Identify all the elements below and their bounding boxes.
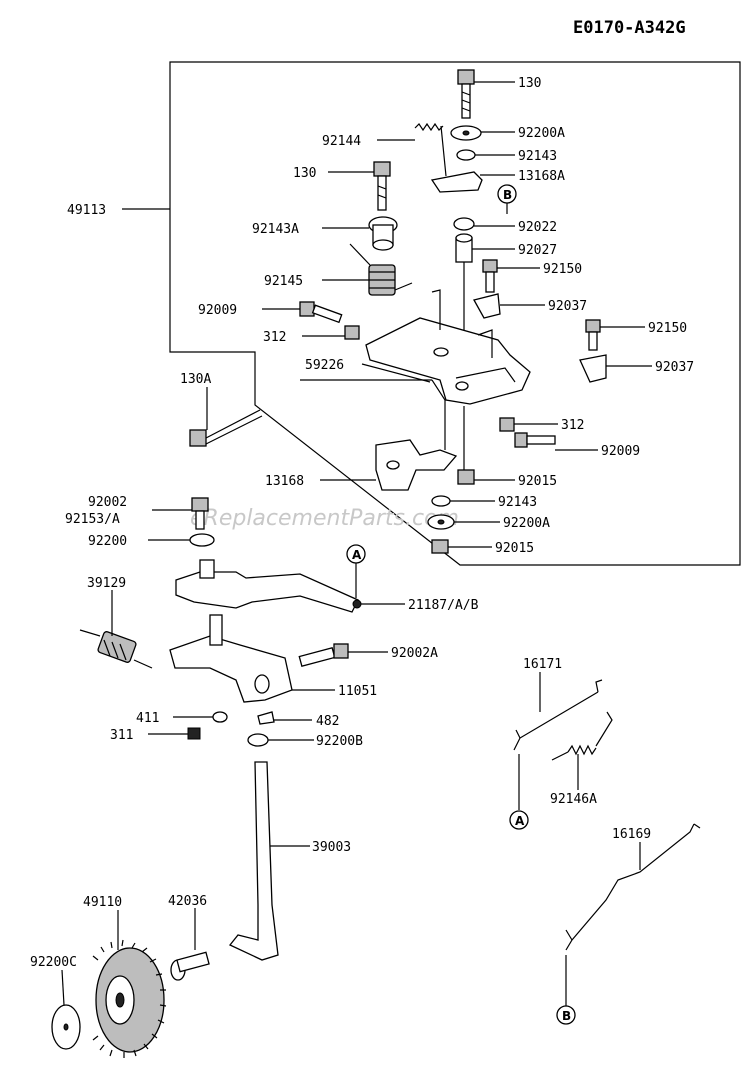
ref-b-lower: B [556, 955, 576, 1025]
part-13168-lever[interactable] [375, 439, 458, 491]
label-92200A-top: 92200A [518, 126, 565, 141]
part-16169-rod[interactable] [565, 823, 701, 951]
part-92009-b[interactable] [514, 432, 556, 448]
ref-b-upper: B [497, 184, 517, 214]
label-92153A: 92153/A [65, 512, 120, 527]
label-130-top: 130 [518, 76, 541, 91]
part-39003-shaft[interactable] [228, 761, 279, 961]
label-59226: 59226 [305, 358, 344, 373]
label-92200: 92200 [88, 534, 127, 549]
label-92143-b: 92143 [498, 495, 537, 510]
part-92200A-top[interactable] [450, 125, 482, 141]
svg-text:A: A [352, 548, 362, 562]
label-92037-a: 92037 [548, 299, 587, 314]
label-13168: 13168 [265, 474, 304, 489]
part-312-b[interactable] [499, 417, 515, 432]
part-92143-b[interactable] [431, 495, 451, 507]
label-92002: 92002 [88, 495, 127, 510]
label-21187: 21187/A/B [408, 598, 479, 613]
label-92015-a: 92015 [518, 474, 557, 489]
part-92143A[interactable] [368, 216, 398, 251]
ref-a-lower: A [509, 754, 529, 830]
label-92015-b: 92015 [495, 541, 534, 556]
part-92037-a[interactable] [473, 293, 501, 319]
label-130A: 130A [180, 372, 211, 387]
part-130-top[interactable] [457, 69, 475, 119]
label-92200C: 92200C [30, 955, 77, 970]
part-130-mid[interactable] [373, 161, 391, 211]
assembly-frame [169, 61, 741, 566]
part-11051-plate[interactable] [169, 614, 293, 703]
label-39129: 39129 [87, 576, 126, 591]
label-49110: 49110 [83, 895, 122, 910]
part-411[interactable] [212, 711, 228, 723]
diagram-id: E0170-A342G [573, 18, 686, 38]
label-13168A: 13168A [518, 169, 565, 184]
part-39129-spring[interactable] [79, 629, 153, 669]
label-92022: 92022 [518, 220, 557, 235]
part-312-a[interactable] [344, 325, 360, 340]
label-92037-b: 92037 [655, 360, 694, 375]
part-92143-top[interactable] [456, 149, 476, 161]
label-92146A: 92146A [550, 792, 597, 807]
label-92150-b: 92150 [648, 321, 687, 336]
label-92200A-b: 92200A [503, 516, 550, 531]
part-92146A-spring[interactable] [551, 711, 613, 761]
label-11051: 11051 [338, 684, 377, 699]
part-21187-arm[interactable] [175, 559, 362, 613]
svg-text:B: B [562, 1009, 571, 1023]
part-92200B[interactable] [247, 733, 269, 747]
part-92015-a[interactable] [457, 469, 475, 485]
label-16171: 16171 [523, 657, 562, 672]
part-49110-gear[interactable] [92, 939, 167, 1058]
part-42036-pin[interactable] [170, 951, 210, 981]
label-92145: 92145 [264, 274, 303, 289]
label-92144: 92144 [322, 134, 361, 149]
label-92143-top: 92143 [518, 149, 557, 164]
part-482[interactable] [257, 711, 275, 725]
label-92150-a: 92150 [543, 262, 582, 277]
label-92002A: 92002A [391, 646, 438, 661]
ref-a-upper: A [346, 544, 366, 598]
label-130-mid: 130 [293, 166, 316, 181]
part-92150-b[interactable] [585, 319, 601, 351]
label-16169: 16169 [612, 827, 651, 842]
watermark: eReplacementParts.com [190, 506, 459, 531]
label-92009-a: 92009 [198, 303, 237, 318]
part-16171-rod[interactable] [513, 679, 603, 751]
part-92200C[interactable] [51, 1004, 81, 1050]
label-39003: 39003 [312, 840, 351, 855]
label-42036: 42036 [168, 894, 207, 909]
part-92015-b[interactable] [431, 539, 449, 554]
part-13168A-lever[interactable] [430, 171, 483, 193]
part-59226-bracket[interactable] [300, 289, 531, 450]
part-92145-spring[interactable] [349, 243, 413, 296]
part-92009-a[interactable] [299, 301, 343, 324]
label-311: 311 [110, 728, 133, 743]
label-312-b: 312 [561, 418, 584, 433]
part-92022[interactable] [453, 217, 475, 231]
label-411: 411 [136, 711, 159, 726]
svg-text:B: B [503, 188, 512, 202]
label-49113: 49113 [67, 203, 106, 218]
label-92200B: 92200B [316, 734, 363, 749]
svg-text:A: A [515, 814, 525, 828]
part-92037-b[interactable] [579, 354, 607, 383]
part-130A[interactable] [189, 409, 263, 447]
label-312-a: 312 [263, 330, 286, 345]
part-92002-bolt[interactable] [191, 497, 209, 530]
label-92027: 92027 [518, 243, 557, 258]
part-92144-spring[interactable] [414, 122, 447, 177]
part-92150-a[interactable] [482, 259, 498, 293]
part-311[interactable] [187, 727, 201, 740]
label-92143A: 92143A [252, 222, 299, 237]
part-92002A-bolt[interactable] [298, 643, 349, 668]
part-92200[interactable] [189, 533, 215, 547]
label-482: 482 [316, 714, 339, 729]
part-92200A-b[interactable] [427, 514, 455, 530]
label-92009-b: 92009 [601, 444, 640, 459]
